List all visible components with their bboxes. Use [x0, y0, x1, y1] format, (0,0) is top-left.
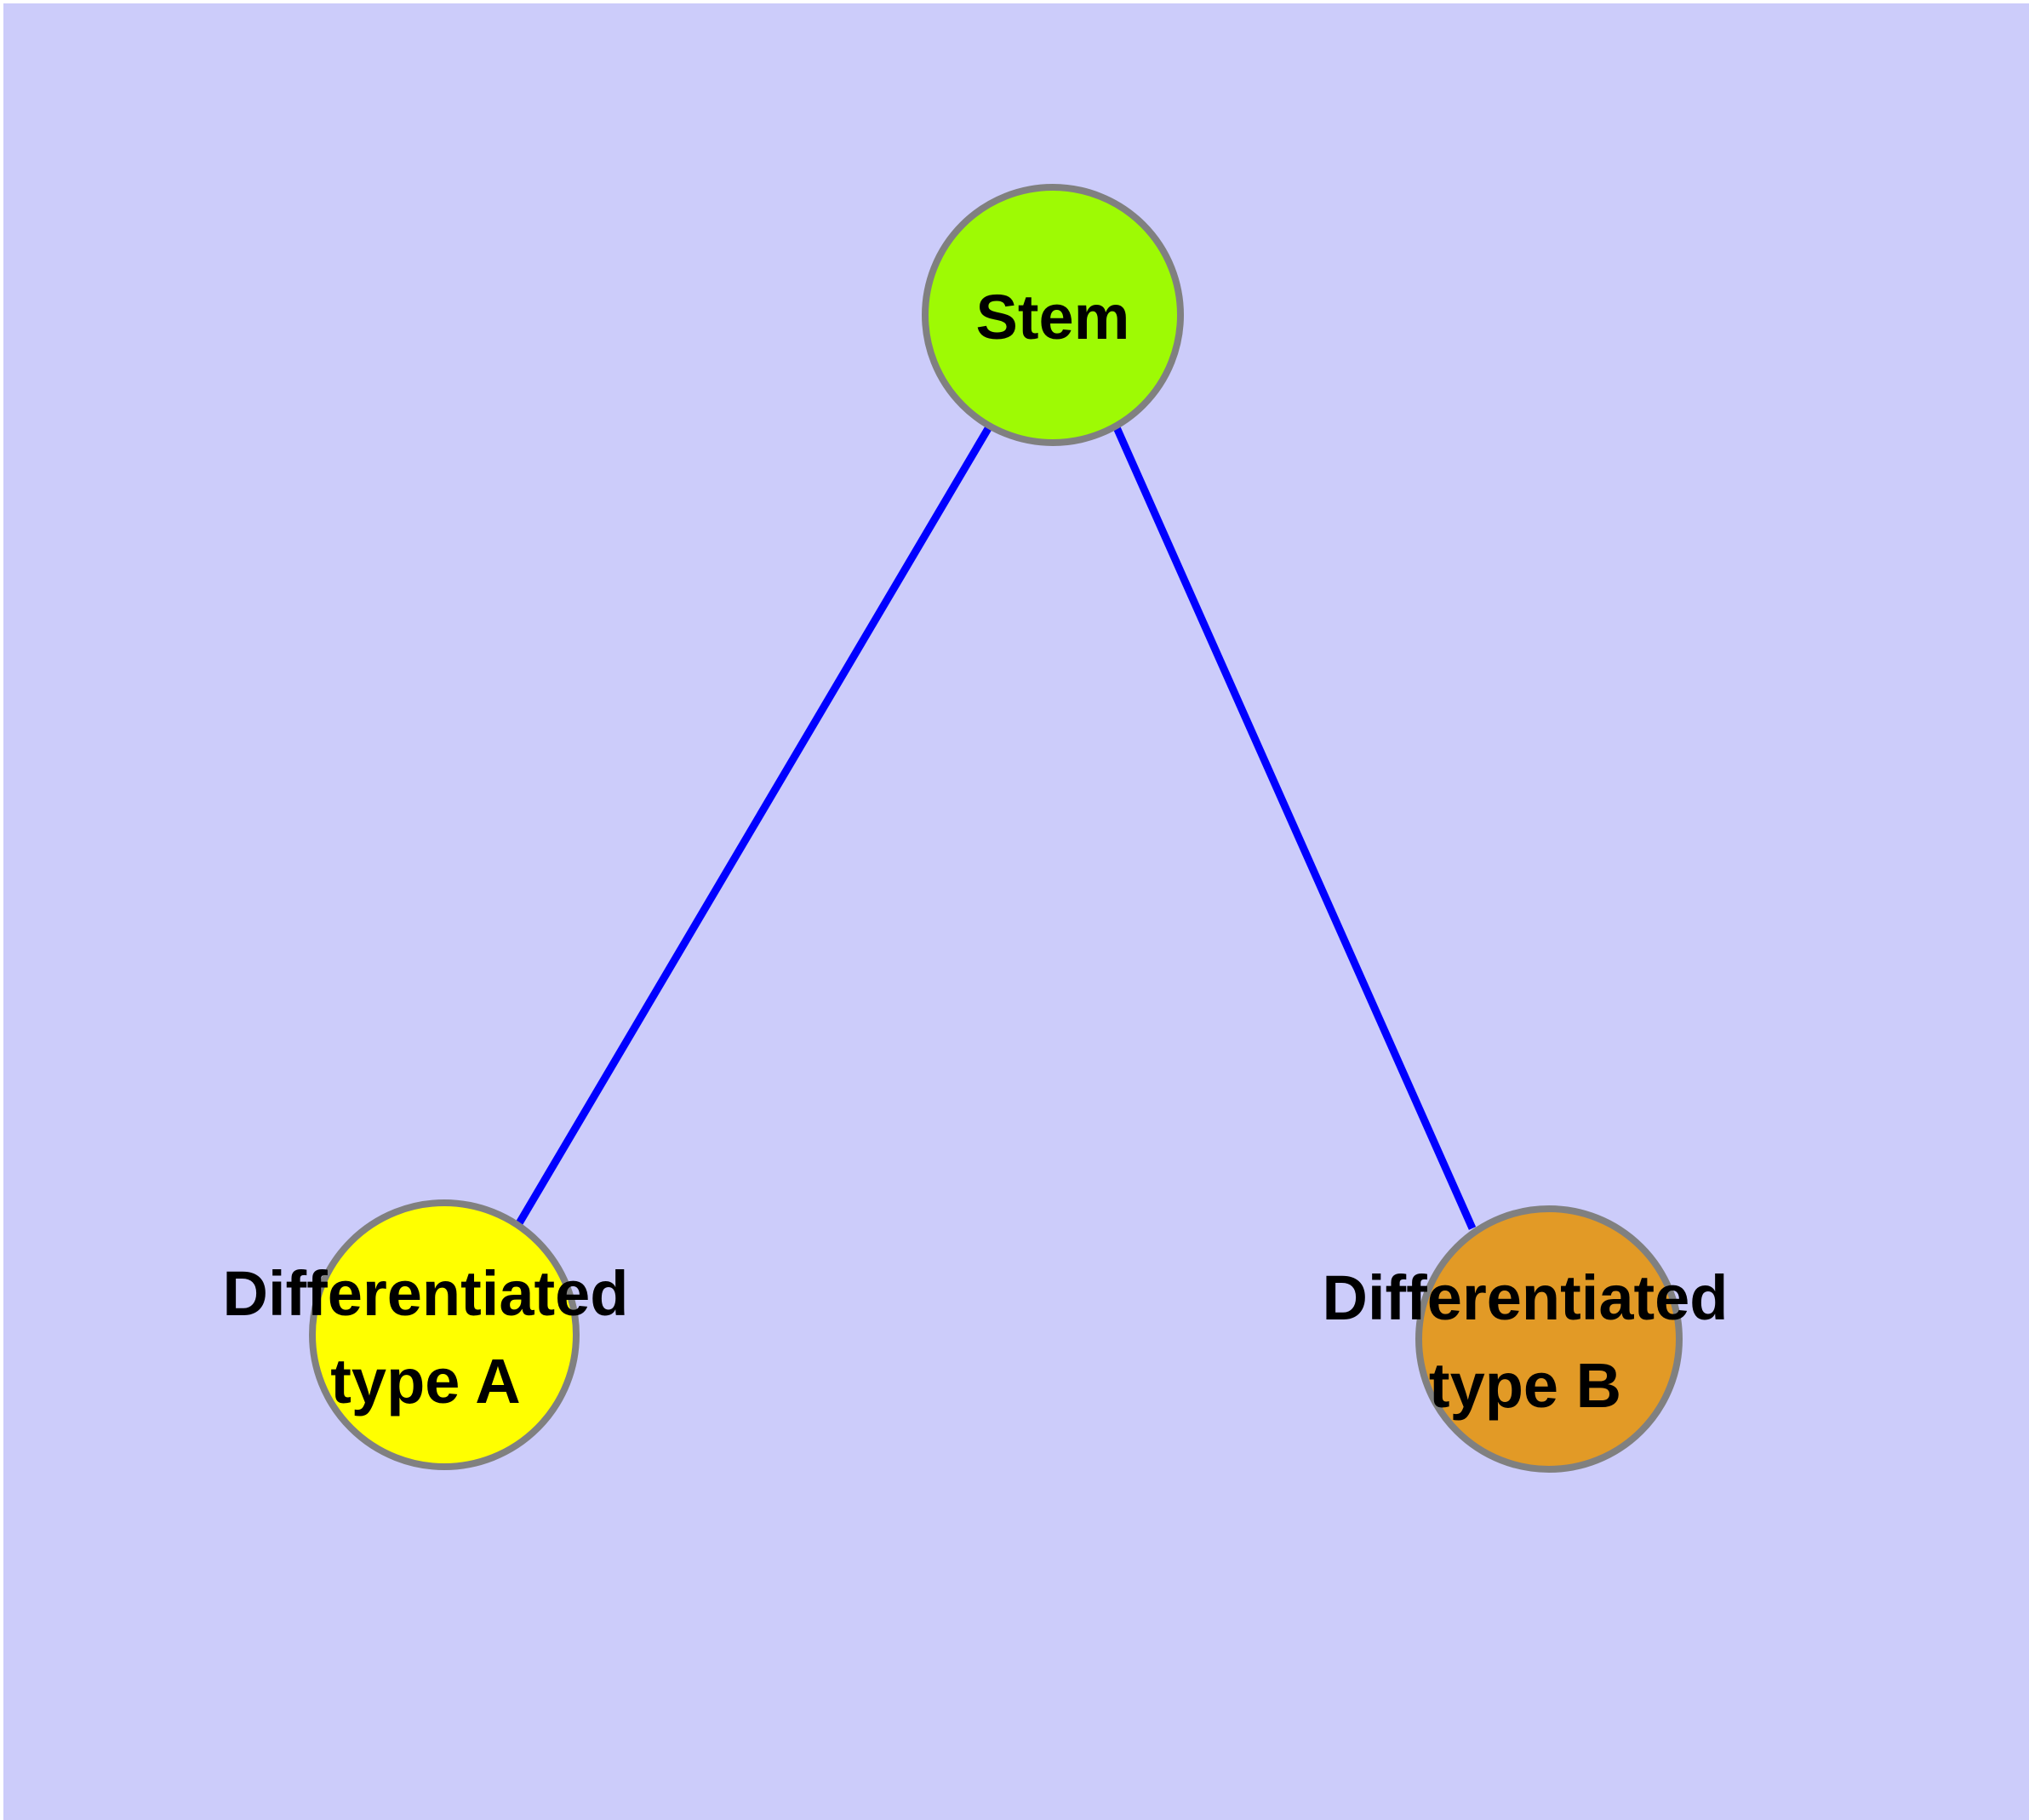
- node-stem-circle[interactable]: [922, 184, 1184, 446]
- node-differentiated-type-b-label-line-2: type B: [1429, 1350, 1621, 1421]
- nodes-layer: [309, 184, 1683, 1473]
- edges-layer: [516, 423, 1477, 1230]
- node-differentiated-type-b-circle[interactable]: [1415, 1205, 1683, 1473]
- node-differentiated-type-a-label-line-2: type A: [330, 1346, 520, 1417]
- node-differentiated-type-a-circle[interactable]: [309, 1199, 580, 1470]
- node-differentiated-type-a-label-line-1: Differentiated: [223, 1258, 629, 1329]
- edge-stem-to-differentiated-type-a: [516, 423, 993, 1226]
- labels-layer: Stem Differentiated type A Differentiate…: [223, 282, 1729, 1421]
- edge-stem-to-differentiated-type-b: [1112, 424, 1477, 1230]
- node-differentiated-type-b-label-line-1: Differentiated: [1323, 1262, 1729, 1333]
- node-stem-label-line-1: Stem: [976, 282, 1130, 352]
